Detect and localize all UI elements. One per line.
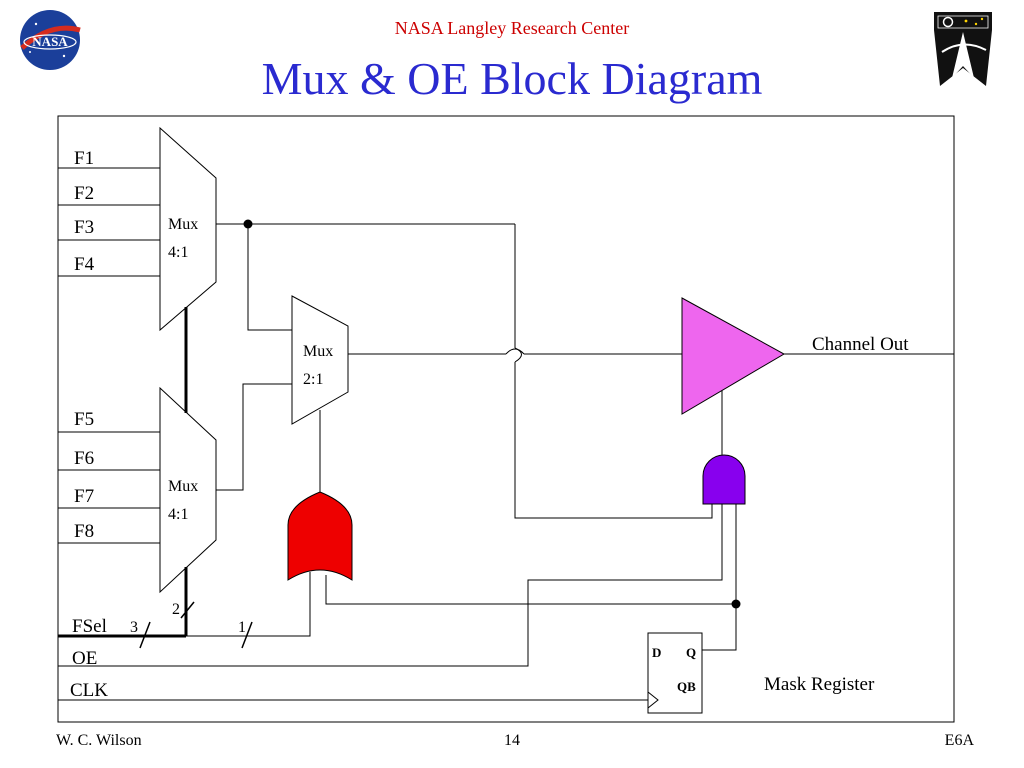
- mux-select-bus-width: 2: [172, 601, 180, 618]
- footer-page-number: 14: [504, 732, 520, 749]
- junction-dot: [243, 219, 253, 229]
- diagram-frame: [57, 115, 955, 723]
- channel-out-label: Channel Out: [812, 334, 909, 355]
- input-label-f3: F3: [74, 217, 94, 238]
- input-label-clk: CLK: [70, 680, 108, 701]
- mux2-label-line2: 2:1: [303, 371, 323, 388]
- nasa-logo-icon: NASA: [20, 10, 81, 70]
- input-label-oe: OE: [72, 648, 97, 669]
- clock-input-marker: [647, 691, 659, 709]
- mux2-select-bus-width: 1: [238, 619, 246, 636]
- mux-bottom-label-line2: 4:1: [168, 506, 188, 523]
- slide-title: Mux & OE Block Diagram: [261, 53, 763, 104]
- mask-register-label: Mask Register: [764, 674, 875, 695]
- mux-top-label-line1: Mux: [168, 216, 198, 233]
- select-bus: [58, 307, 188, 638]
- mux-4to1-bottom: [159, 386, 217, 594]
- input-label-f2: F2: [74, 183, 94, 204]
- flipflop-q-label: Q: [686, 645, 696, 660]
- organization-name: NASA Langley Research Center: [394, 18, 630, 38]
- bus-width-markers: [139, 601, 253, 649]
- flipflop-d-label: D: [652, 645, 661, 660]
- wires: [58, 223, 954, 701]
- input-label-f1: F1: [74, 148, 94, 169]
- and-gate: [702, 454, 746, 505]
- fsel-bus-width: 3: [130, 619, 138, 636]
- input-wires-bottom: [58, 431, 160, 544]
- footer-code: E6A: [944, 732, 974, 749]
- mux-2to1: [291, 295, 349, 425]
- mux-4to1-top: [159, 126, 217, 332]
- input-label-f4: F4: [74, 254, 95, 275]
- input-label-f8: F8: [74, 521, 94, 542]
- input-label-f7: F7: [74, 486, 94, 507]
- mux-bottom-label-line1: Mux: [168, 478, 198, 495]
- mux2-label-line1: Mux: [303, 343, 333, 360]
- or-gate: [287, 491, 353, 581]
- footer-author: W. C. Wilson: [56, 732, 142, 749]
- input-label-fsel: FSel: [72, 616, 107, 637]
- mission-shield-logo-icon: [934, 12, 992, 86]
- mux-top-label-line2: 4:1: [168, 244, 188, 261]
- junction-dot: [731, 599, 741, 609]
- input-label-f5: F5: [74, 409, 94, 430]
- input-wires-top: [58, 167, 160, 277]
- input-label-f6: F6: [74, 448, 94, 469]
- tristate-buffer: [681, 297, 786, 415]
- nasa-logo-text: NASA: [32, 34, 68, 49]
- flipflop-qb-label: QB: [677, 679, 696, 694]
